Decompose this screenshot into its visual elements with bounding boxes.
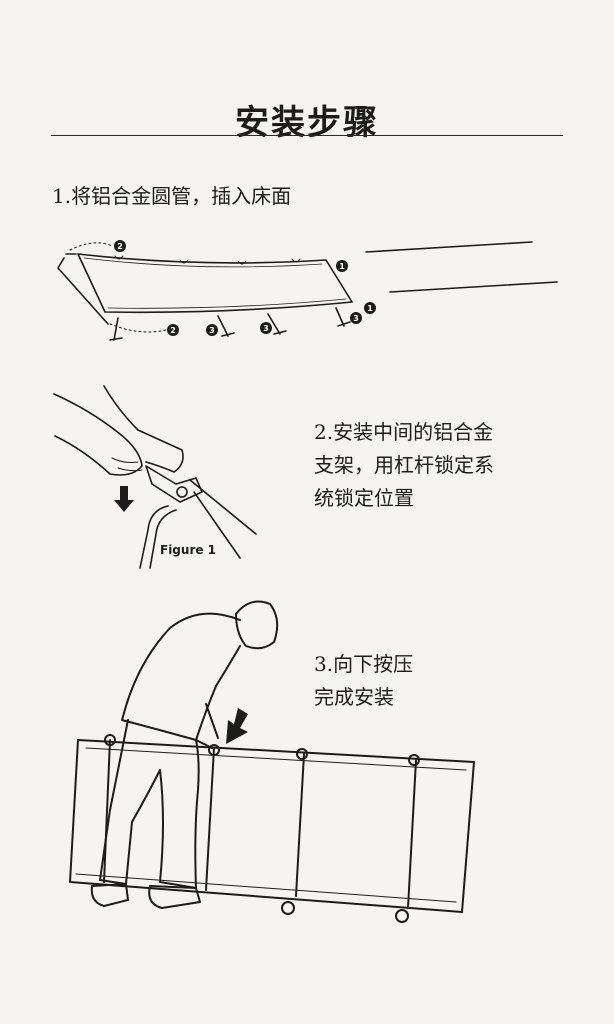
bed-surface <box>77 253 353 314</box>
person-legs <box>99 719 200 889</box>
bent-support <box>139 505 169 569</box>
marker-1b <box>364 302 376 314</box>
lever <box>145 465 203 503</box>
cot-leg <box>295 753 305 897</box>
cot-leg <box>205 747 215 891</box>
marker-2a <box>114 240 126 252</box>
step-1-line: 1.将铝合金圆管，插入床面 <box>52 184 292 208</box>
marker-3a <box>206 324 218 336</box>
marker-1a <box>336 260 348 272</box>
person-torso <box>121 612 241 741</box>
marker-3b <box>260 322 272 334</box>
step-3-text: 3.向下按压 完成安装 <box>314 648 413 714</box>
cot-leg <box>407 759 417 909</box>
aluminum-tube-lower <box>389 281 558 293</box>
aluminum-tube-upper <box>365 241 533 253</box>
step-2-line-3: 统锁定位置 <box>314 486 414 510</box>
marker-1a-label: 1 <box>339 262 345 271</box>
step-2-line-2: 支架，用杠杆锁定系 <box>314 453 494 477</box>
marker-2b <box>167 324 179 336</box>
marker-3c-label: 3 <box>353 314 359 323</box>
cot-frame <box>69 739 475 913</box>
press-arrow-icon <box>226 708 248 744</box>
step-2-illustration: Figure 1 <box>53 385 257 569</box>
step-3-line-2: 完成安装 <box>314 685 394 709</box>
cot-leg <box>103 739 111 883</box>
arm-outline <box>53 393 143 476</box>
person-shoe <box>90 883 129 907</box>
person-shoe <box>148 885 201 909</box>
step-1-text: 1.将铝合金圆管，插入床面 <box>52 180 291 213</box>
person-head <box>235 600 279 650</box>
step-3-illustration <box>69 600 475 923</box>
marker-3c <box>350 312 362 324</box>
marker-3a-label: 3 <box>209 326 215 335</box>
step-1-illustration: 1 1 2 2 3 3 3 <box>57 240 558 341</box>
title-divider <box>51 135 563 136</box>
marker-2b-label: 2 <box>170 326 176 335</box>
marker-1b-label: 1 <box>367 304 373 313</box>
marker-3b-label: 3 <box>263 324 269 333</box>
figure-caption: Figure 1 <box>160 543 216 557</box>
step-1-markers: 1 1 2 2 3 3 3 <box>114 240 376 336</box>
marker-2a-label: 2 <box>117 242 123 251</box>
page-title: 安装步骤 <box>235 102 379 143</box>
step-3-line-1: 3.向下按压 <box>314 652 414 676</box>
step-2-text: 2.安装中间的铝合金 支架，用杠杆锁定系 统锁定位置 <box>314 416 494 515</box>
step-2-line-1: 2.安装中间的铝合金 <box>314 420 494 444</box>
down-arrow-icon <box>114 486 134 512</box>
